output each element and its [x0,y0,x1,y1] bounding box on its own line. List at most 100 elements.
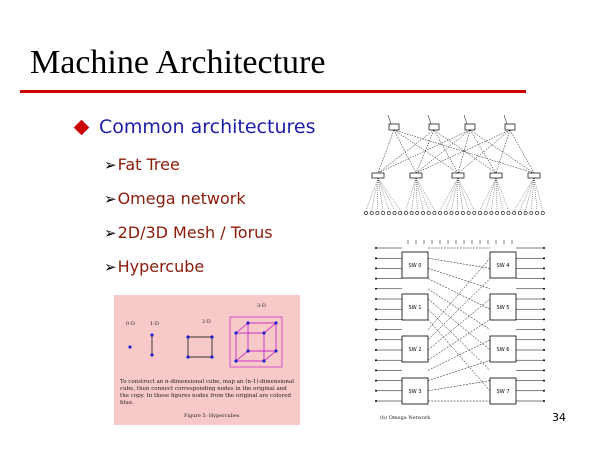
arrowhead-bullet-icon: ➢ [104,189,117,208]
hypercube-dim-label: 0-D [126,321,135,327]
omega-port [543,318,545,321]
tree-link [469,129,497,174]
hypercube-node [210,355,214,359]
tree-link [377,177,384,211]
hypercube-edge [263,350,277,362]
omega-switch [401,251,429,279]
tree-link [495,177,503,211]
tree-switch [388,123,400,131]
tree-link [433,129,497,174]
hypercube-node [234,359,238,363]
slide-title: Machine Architecture [30,44,326,81]
tree-leaf [364,211,368,215]
omega-port [543,379,545,382]
fat-tree-diagram [364,115,545,215]
omega-port [375,267,377,270]
tree-link [371,177,379,211]
omega-shuffle-link [427,359,491,381]
tree-leaf [409,211,414,215]
tree-leaf [512,211,517,215]
main-bullet-text: Common architectures [99,116,316,138]
hypercube-caption: To construct an n-dimensional cube, map … [120,379,295,406]
tree-link [377,129,471,174]
tree-switch [451,172,465,179]
tree-switch [428,123,440,131]
tree-link [393,129,417,174]
hypercube-dim-label: 2-D [202,319,211,325]
omega-shuffle-link [427,268,491,290]
tree-leaf [478,211,482,215]
tree-leaf [443,211,448,215]
tree-link [377,177,401,211]
omega-shuffle-link [427,319,491,391]
hypercube-figure-label: Figure 5: Hypercubes [184,413,240,419]
hypercube-node [234,331,238,335]
omega-port [543,277,545,280]
tree-link [393,129,459,174]
tree-link [433,129,459,174]
tree-leaf [404,211,408,215]
tree-link [415,177,424,211]
tree-leaf [415,211,420,215]
sub-item-text: Hypercube [117,257,205,276]
omega-switch [401,293,429,321]
omega-shuffle-link [427,278,491,340]
tree-leaf [529,211,534,215]
tree-leaf [392,211,397,215]
omega-switch [401,335,429,363]
hypercube-node [186,335,190,339]
sub-item-fat-tree: ➢ Fat Tree [104,155,180,174]
hypercube-node [186,355,190,359]
omega-port [375,400,377,402]
omega-port [543,287,545,290]
tree-switch [464,123,476,131]
omega-port [543,298,545,300]
hypercube-node [262,331,266,335]
omega-port [375,369,377,372]
hypercube-node [150,333,154,337]
omega-switch [489,251,517,279]
tree-leaf [438,211,443,215]
omega-port [543,359,545,362]
tree-link [514,177,535,211]
omega-switch-label: SW 1 [409,305,422,311]
omega-port [375,318,377,321]
omega-port [543,267,545,270]
omega-port [543,328,545,331]
tree-switch [371,172,385,179]
omega-port [375,389,377,392]
tree-link [377,177,389,211]
tree-switch [504,123,516,131]
tree-leaf [523,211,528,215]
omega-shuffle-link [427,298,491,351]
tree-leaf [421,211,425,215]
hypercube-node [274,349,278,353]
omega-port [543,369,545,372]
tree-leaf [535,211,539,215]
tree-link [485,177,497,211]
hypercube-edge [263,322,277,334]
omega-port [543,257,545,260]
omega-shuffle-link [427,319,491,361]
omega-port [375,308,377,311]
hypercube-node [210,335,214,339]
omega-port [375,247,377,249]
omega-port [375,379,377,382]
tree-leaf [500,211,505,215]
tree-link [525,177,535,211]
tree-link [457,177,459,211]
diamond-bullet-icon [73,119,90,135]
omega-port [375,257,377,260]
tree-link [457,177,469,211]
tree-leaf [398,211,403,215]
hypercube-edge [235,350,249,362]
tree-link [509,129,535,174]
tree-link [533,177,543,211]
omega-switch-label: SW 2 [409,347,422,353]
tree-link [415,129,471,174]
omega-shuffle-link [427,257,491,269]
tree-link [457,129,511,174]
tree-link [451,177,459,211]
tree-leaf [489,211,494,215]
